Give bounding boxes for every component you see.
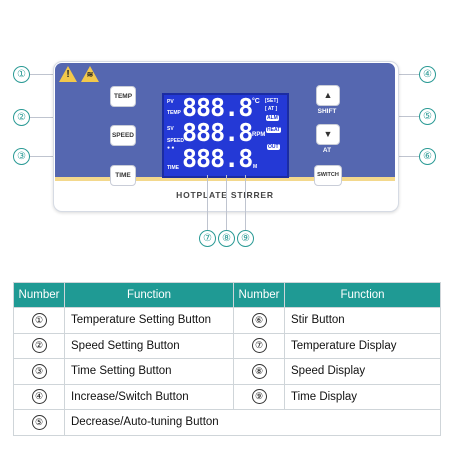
table-row: ① Temperature Setting Button ⑥ Stir Butt… — [13, 307, 441, 334]
heat-indicator: HEAT — [266, 127, 282, 133]
time-button[interactable]: TIME — [110, 165, 136, 186]
row-function: Temperature Setting Button — [64, 307, 234, 334]
set-indicator: [SET] — [265, 98, 279, 104]
arrow-down-icon: ▼ — [323, 129, 333, 139]
row-function: Time Display — [284, 383, 441, 410]
brand-label: HOTPLATE STIRRER — [176, 190, 274, 200]
row-function: Temperature Display — [284, 332, 441, 359]
row-number: ⑤ — [31, 414, 47, 430]
temp-indicator: TEMP — [167, 110, 181, 116]
row-number: ⑨ — [251, 389, 267, 405]
header-number-1: Number — [13, 282, 65, 308]
callout-line-1 — [30, 74, 68, 75]
table-row: ④ Increase/Switch Button ⑨ Time Display — [13, 383, 441, 410]
row-function: Speed Display — [284, 358, 441, 385]
row-function: Increase/Switch Button — [64, 383, 234, 410]
arrow-up-icon: ▲ — [323, 90, 333, 100]
table-row: ③ Time Setting Button ⑧ Speed Display — [13, 358, 441, 385]
speed-indicator: SPEED — [167, 138, 184, 144]
accent-strip — [55, 177, 395, 181]
shift-label: SHIFT — [317, 108, 337, 115]
callout-6: ⑥ — [419, 148, 436, 165]
minute-unit: M — [253, 164, 258, 170]
row-number: ⑦ — [251, 338, 267, 354]
header-number-2: Number — [233, 282, 285, 308]
sv-label: SV — [167, 126, 174, 132]
at-label: AT — [322, 147, 332, 154]
alm-indicator: ALM — [266, 115, 279, 121]
time-digits: 888.8 — [182, 144, 253, 173]
temp-button[interactable]: TEMP — [110, 86, 136, 107]
callout-8: ⑧ — [218, 230, 235, 247]
celsius-unit: °C — [252, 98, 260, 105]
callout-line-8 — [226, 175, 227, 230]
row-number: ⑧ — [251, 363, 267, 379]
callout-9: ⑨ — [237, 230, 254, 247]
speed-digits: 888.8 — [182, 118, 253, 147]
row-number: ① — [31, 312, 47, 328]
row-function: Time Setting Button — [64, 358, 234, 385]
header-function-1: Function — [64, 282, 234, 308]
mode-icons: ● ● — [167, 145, 175, 151]
function-table: Number Function Number Function ① Temper… — [13, 282, 441, 436]
table-row: ② Speed Setting Button ⑦ Temperature Dis… — [13, 332, 441, 359]
decrease-button[interactable]: ▼ — [316, 124, 340, 145]
row-function: Speed Setting Button — [64, 332, 234, 359]
switch-button[interactable]: SWITCH — [314, 165, 342, 186]
hot-surface-icon: ≋ — [81, 66, 99, 82]
callout-4: ④ — [419, 66, 436, 83]
callout-line-9 — [245, 175, 246, 230]
pv-label: PV — [167, 99, 174, 105]
row-function: Stir Button — [284, 307, 441, 334]
row-function: Decrease/Auto-tuning Button — [64, 409, 441, 436]
callout-7: ⑦ — [199, 230, 216, 247]
table-row: ⑤ Decrease/Auto-tuning Button — [13, 409, 441, 436]
temperature-digits: 888.8 — [182, 93, 253, 122]
lcd-display: PV TEMP SV SPEED ● ● TIME 888.8 888.8 88… — [162, 93, 289, 178]
time-indicator: TIME — [167, 165, 179, 171]
at-indicator: [ AT ] — [265, 106, 278, 112]
header-function-2: Function — [284, 282, 441, 308]
callout-line-7 — [207, 175, 208, 230]
table-header-row: Number Function Number Function — [13, 282, 441, 308]
row-number: ⑥ — [251, 312, 267, 328]
increase-button[interactable]: ▲ — [316, 85, 340, 106]
callout-1: ① — [13, 66, 30, 83]
callout-3: ③ — [13, 148, 30, 165]
row-number: ② — [31, 338, 47, 354]
speed-button[interactable]: SPEED — [110, 125, 136, 146]
out-indicator: OUT — [267, 144, 280, 150]
callout-2: ② — [13, 109, 30, 126]
hazard-icon: ! — [59, 66, 77, 82]
callout-5: ⑤ — [419, 108, 436, 125]
row-number: ④ — [31, 389, 47, 405]
row-number: ③ — [31, 363, 47, 379]
rpm-unit: RPM — [252, 132, 266, 138]
